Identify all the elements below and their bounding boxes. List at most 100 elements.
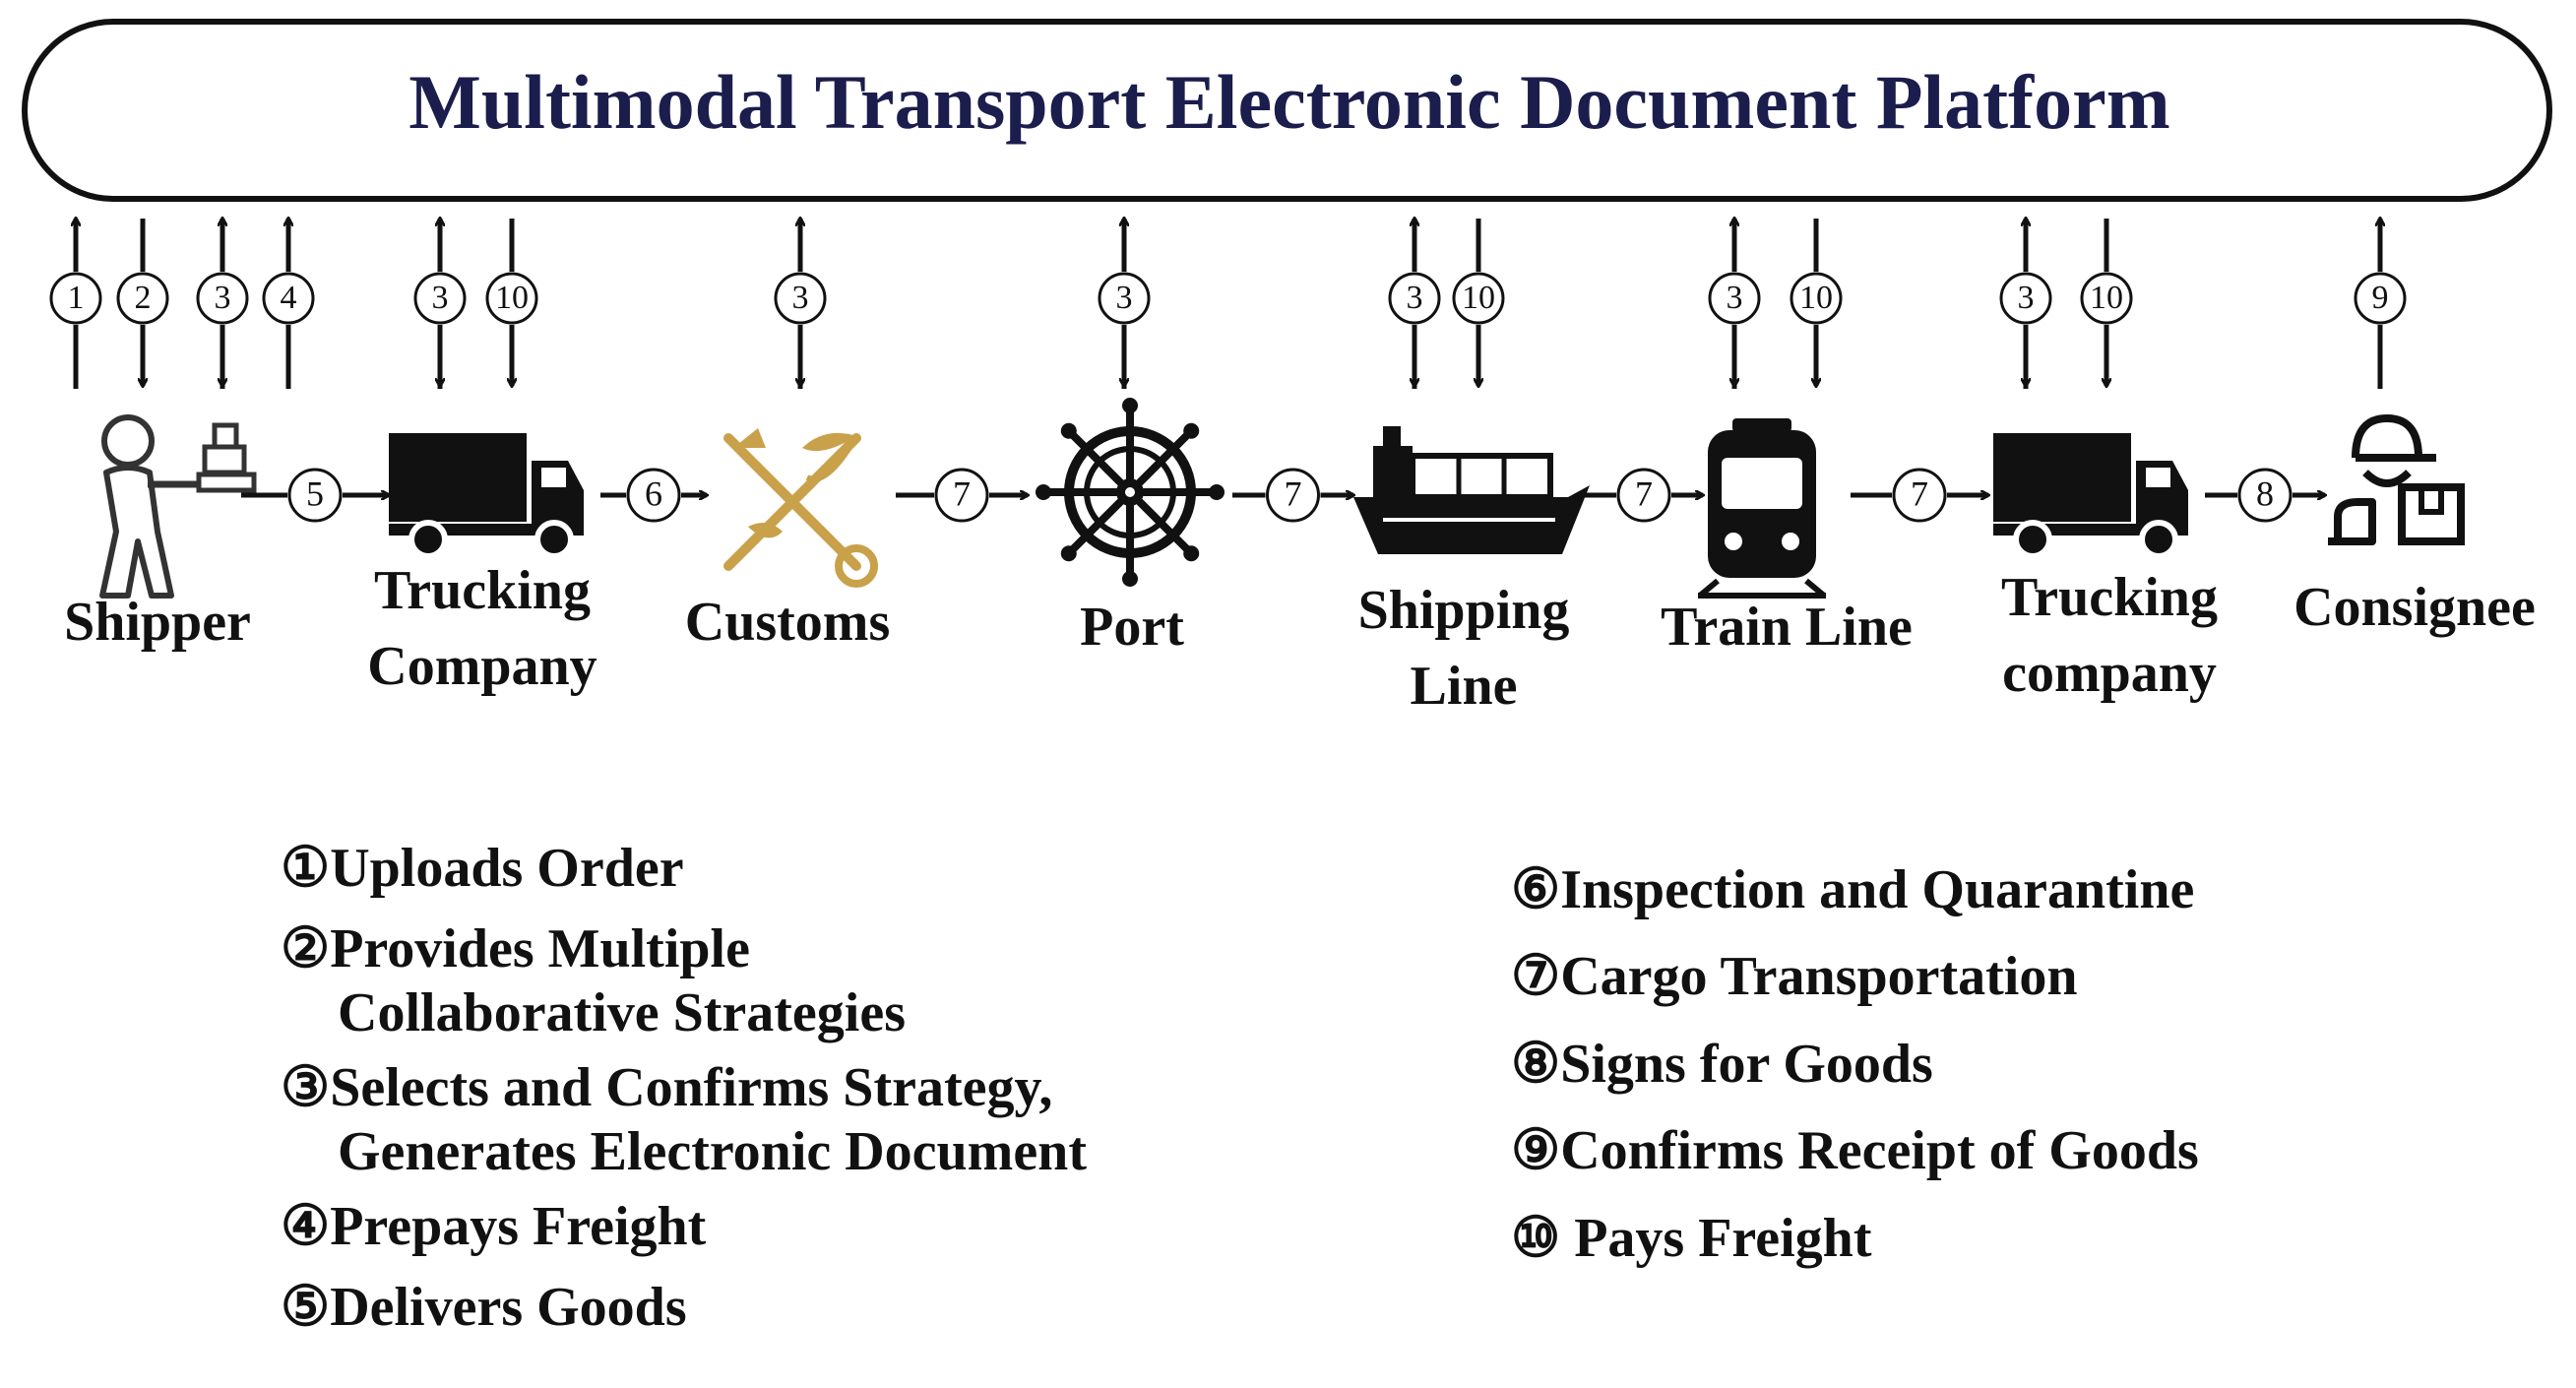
wheel-handle (1209, 484, 1225, 500)
step-number-up-circle (262, 272, 315, 325)
ship-wheel-icon (1036, 398, 1225, 587)
truck-icon (1993, 433, 2188, 559)
step-number-down: 10 (2090, 280, 2123, 316)
wheel-handle (1060, 545, 1077, 562)
legend-item-1: ①Uploads Order (281, 837, 1087, 900)
step-number-up: 3 (215, 280, 231, 316)
step-number-up: 3 (1116, 280, 1133, 316)
customs-label: Customs (685, 592, 890, 653)
legend-item-5-text: ⑤Delivers Goods (281, 1277, 687, 1339)
trucking1-label: Trucking (374, 560, 591, 621)
wheel-handle (1036, 484, 1051, 500)
legend-item-3-line-1: ③Selects and Confirms Strategy, (281, 1057, 1053, 1119)
legend-left: ①Uploads Order ②Provides Multiple Collab… (281, 837, 1087, 1340)
step-number-down-circle (1452, 272, 1505, 325)
legend-item-9: ⑨Confirms Receipt of Goods (1511, 1120, 2199, 1182)
step-number-up-circle (1999, 272, 2052, 325)
step-number-up-circle (196, 272, 249, 325)
step-number-up-circle (1098, 272, 1151, 325)
platform-arrows: 1 3 4 2 3 10 3 3 3 10 3 10 3 10 9 (49, 219, 2407, 389)
wheel-spoke (1064, 426, 1125, 487)
legend-item-1-text: ①Uploads Order (281, 838, 684, 899)
cargo-ship-icon (1353, 426, 1590, 554)
port-label: Port (1080, 597, 1184, 658)
step-number-up: 3 (792, 280, 809, 316)
trucking2-label: Trucking (2001, 567, 2218, 628)
flow-step-circle (1616, 468, 1671, 523)
legend-item-10: ⑩ Pays Freight (1511, 1207, 1872, 1269)
legend-item-4-text: ④Prepays Freight (281, 1195, 707, 1257)
step-number-up: 9 (2372, 280, 2389, 316)
step-number-up-circle (1708, 272, 1761, 325)
wheel-handle (1183, 422, 1200, 439)
shipper-label: Shipper (64, 592, 251, 653)
truck-icon (389, 433, 584, 559)
platform-banner: Multimodal Transport Electronic Document… (22, 19, 2552, 202)
step-number-up-circle (1388, 272, 1441, 325)
legend-item-3-line-2: Generates Electronic Document (338, 1120, 1087, 1182)
person-with-cart-icon (99, 414, 257, 599)
wheel-handle (1183, 545, 1200, 562)
consignee-label: Consignee (2293, 577, 2536, 638)
step-number-down-circle (2080, 272, 2133, 325)
step-number-up: 3 (432, 280, 449, 316)
wheel-handle (1060, 422, 1077, 439)
cargo-flow: 5 6 7 7 7 7 8 (241, 468, 2325, 523)
person-with-box-icon (2328, 413, 2465, 545)
flow-step-number: 7 (1285, 473, 1302, 513)
flow-step-number: 7 (1635, 473, 1653, 513)
step-number-down: 10 (495, 280, 529, 316)
step-number-up-circle (2354, 272, 2407, 325)
flow-step-number: 7 (953, 473, 971, 513)
wheel-handle (1122, 571, 1138, 587)
shipping-label: Line (1411, 656, 1518, 717)
legend-item-8: ⑧Signs for Goods (1511, 1033, 1933, 1095)
legend-item-5: ⑤Delivers Goods (281, 1276, 1087, 1339)
legend-item-6: ⑥Inspection and Quarantine (1511, 859, 2195, 920)
customs-emblem-icon (723, 428, 878, 588)
flow-step-circle (1892, 468, 1947, 523)
legend-item-2: ②Provides Multiple Collaborative Strateg… (281, 917, 1087, 1044)
flow-step-circle (1266, 468, 1320, 523)
legend-item-3: ③Selects and Confirms Strategy, Generate… (281, 1056, 1087, 1183)
step-number-up-circle (49, 272, 102, 325)
wheel-spoke (1064, 497, 1125, 558)
wheel-spoke (1135, 426, 1196, 487)
step-number-up-circle (774, 272, 827, 325)
legend-item-7: ⑦Cargo Transportation (1511, 946, 2078, 1008)
wheel-spoke (1135, 497, 1196, 558)
platform-banner-outline (22, 19, 2552, 202)
legend-item-4: ④Prepays Freight (281, 1195, 1087, 1258)
flow-step-circle (934, 468, 989, 523)
legend-item-2-line-2: Collaborative Strategies (338, 981, 906, 1043)
flow-step-circle (626, 468, 681, 523)
train-icon (1698, 418, 1826, 599)
flow-step-circle (287, 468, 343, 523)
step-number-up: 3 (1407, 280, 1423, 316)
trucking2-label: company (2002, 643, 2217, 704)
legend-item-2-line-1: ②Provides Multiple (281, 918, 750, 980)
platform-title: Multimodal Transport Electronic Document… (408, 59, 2169, 145)
step-number-up: 3 (1727, 280, 1743, 316)
step-number-up: 4 (281, 280, 297, 316)
step-number-up: 3 (2018, 280, 2035, 316)
step-number-down-circle (485, 272, 538, 325)
step-number-down-circle (116, 272, 169, 325)
flow-step-number: 6 (645, 473, 662, 513)
legend-right: ⑥Inspection and Quarantine ⑦Cargo Transp… (1511, 847, 2199, 1282)
step-number-down: 10 (1462, 280, 1495, 316)
flow-step-number: 7 (1911, 473, 1928, 513)
train-label: Train Line (1661, 597, 1913, 658)
trucking1-label: Company (367, 636, 597, 697)
step-number-down: 10 (1799, 280, 1833, 316)
shipping-label: Shipping (1358, 580, 1570, 641)
flow-step-circle (2237, 468, 2293, 523)
step-number-up: 1 (68, 280, 85, 316)
flow-step-number: 5 (306, 473, 324, 513)
step-number-down: 2 (135, 280, 152, 316)
wheel-handle (1122, 398, 1138, 413)
flow-step-number: 8 (2256, 473, 2274, 513)
step-number-down-circle (1790, 272, 1843, 325)
